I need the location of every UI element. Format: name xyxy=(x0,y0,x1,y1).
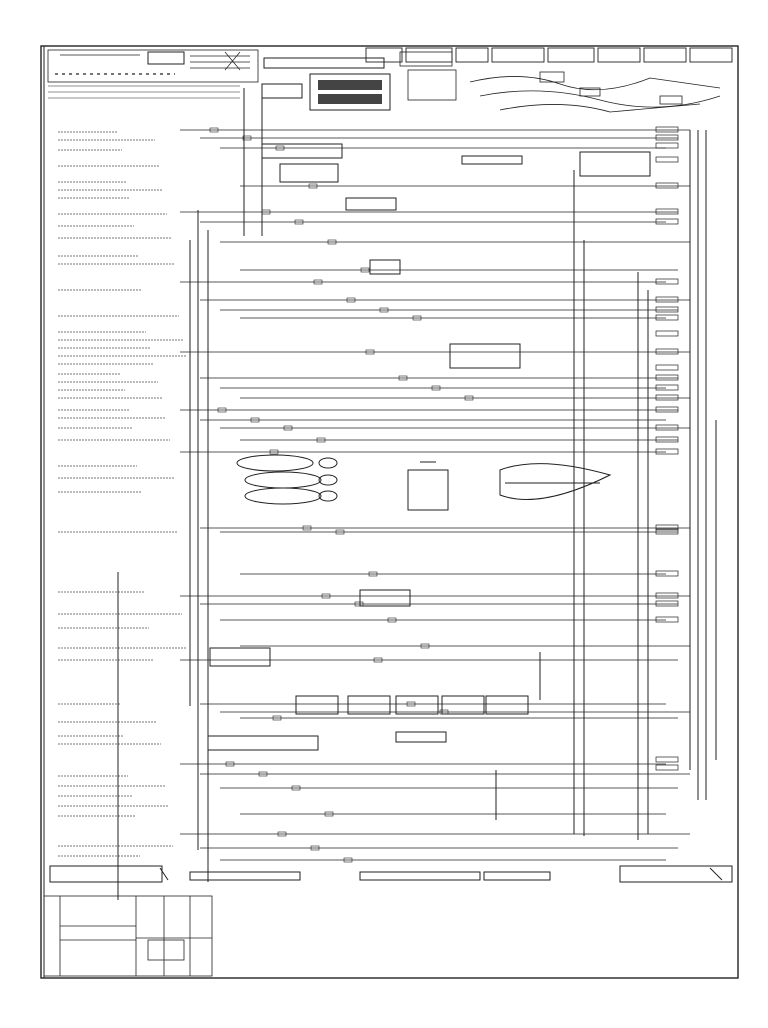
inline-connector xyxy=(242,135,252,141)
inline-connector xyxy=(406,701,416,707)
terminal-pin xyxy=(655,592,679,599)
inline-connector xyxy=(272,715,282,721)
terminal-pin xyxy=(655,278,679,285)
description-column xyxy=(58,131,187,857)
inline-connector xyxy=(250,417,260,423)
main-bus-lines xyxy=(117,88,717,900)
inline-connector xyxy=(464,395,474,401)
terminal-pin xyxy=(655,528,679,535)
inline-connector xyxy=(335,529,345,535)
inline-connector xyxy=(209,127,219,133)
inline-connector xyxy=(431,385,441,391)
inline-connector xyxy=(275,145,285,151)
terminal-pin xyxy=(655,348,679,355)
terminal-pin xyxy=(655,306,679,313)
inline-connector xyxy=(283,425,293,431)
inline-connector xyxy=(294,219,304,225)
inline-connector xyxy=(313,279,323,285)
inline-connector xyxy=(258,771,268,777)
terminal-pin xyxy=(655,764,679,771)
inline-connector xyxy=(387,617,397,623)
right-terminal-ladder xyxy=(655,126,679,771)
terminal-pin xyxy=(655,330,679,337)
terminal-pin xyxy=(655,600,679,607)
terminal-pin xyxy=(655,570,679,577)
terminal-pin xyxy=(655,424,679,431)
terminal-pin xyxy=(655,374,679,381)
inline-connector xyxy=(365,349,375,355)
terminal-pin xyxy=(655,182,679,189)
inline-connector xyxy=(217,407,227,413)
inline-connector xyxy=(269,449,279,455)
terminal-pin xyxy=(655,436,679,443)
inline-connector xyxy=(398,375,408,381)
terminal-pin xyxy=(655,394,679,401)
inline-connector xyxy=(354,601,364,607)
terminal-pin xyxy=(655,218,679,225)
gauge-cluster xyxy=(236,454,612,511)
harness-cluster xyxy=(469,71,721,113)
inline-connector xyxy=(420,643,430,649)
circuit-runs xyxy=(180,127,690,863)
inline-connector xyxy=(324,811,334,817)
top-component-strip xyxy=(47,49,457,111)
terminal-pin xyxy=(655,524,679,531)
inline-connector xyxy=(225,761,235,767)
terminal-pin xyxy=(655,406,679,413)
terminal-pin xyxy=(655,364,679,371)
inline-connector xyxy=(379,307,389,313)
sheet-border xyxy=(40,45,739,979)
terminal-pin xyxy=(655,756,679,763)
inline-connector xyxy=(310,845,320,851)
inline-connector xyxy=(302,525,312,531)
terminal-pin xyxy=(655,126,679,133)
inline-connector xyxy=(327,239,337,245)
inline-connector xyxy=(346,297,356,303)
terminal-pin xyxy=(655,208,679,215)
inline-connector xyxy=(368,571,378,577)
terminal-pin xyxy=(655,314,679,321)
title-box-row xyxy=(365,47,733,63)
relay-modules xyxy=(207,143,651,751)
inline-connector xyxy=(412,315,422,321)
terminal-pin xyxy=(655,134,679,141)
bottom-connectors xyxy=(49,865,733,883)
terminal-pin xyxy=(655,384,679,391)
inline-connector xyxy=(373,657,383,663)
terminal-pin xyxy=(655,448,679,455)
inline-connector xyxy=(321,593,331,599)
inline-connector xyxy=(316,437,326,443)
terminal-pin xyxy=(655,616,679,623)
terminal-pin xyxy=(655,142,679,149)
terminal-pin xyxy=(655,296,679,303)
inline-connector xyxy=(291,785,301,791)
top-left-table xyxy=(48,85,240,99)
inline-connector xyxy=(360,267,370,273)
title-block-table xyxy=(43,895,213,977)
terminal-pin xyxy=(655,156,679,163)
inline-connector xyxy=(308,183,318,189)
inline-connector xyxy=(261,209,271,215)
inline-connector xyxy=(277,831,287,837)
inline-connector xyxy=(343,857,353,863)
